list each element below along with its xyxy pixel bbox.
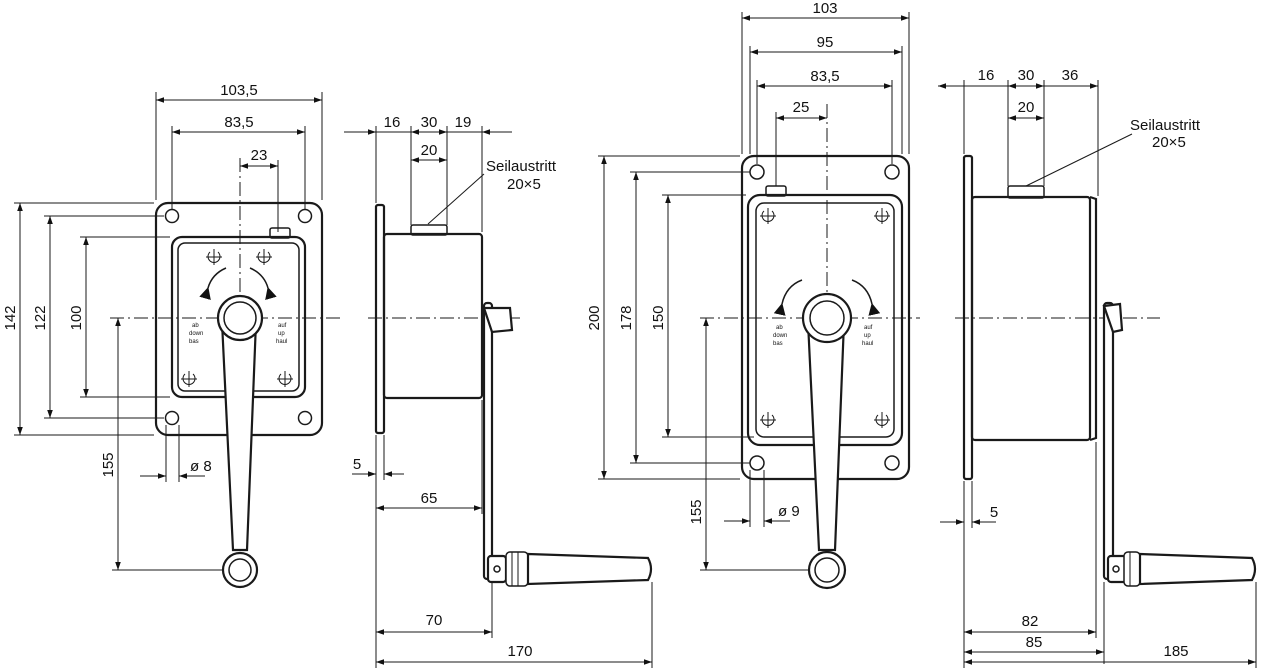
crank-handle-grip[interactable] — [526, 552, 653, 586]
large-mounting-hole — [884, 164, 900, 180]
side-mounting-plate — [374, 203, 386, 435]
callout-cable-exit: Seilaustritt — [486, 158, 557, 175]
large-mounting-hole — [749, 164, 765, 180]
dim-height-outer: 142 — [2, 305, 19, 330]
large-crank-handle-grip[interactable] — [1138, 552, 1257, 586]
dim-side-depth-a: 65 — [421, 490, 438, 507]
crank-arm[interactable] — [220, 320, 258, 552]
large-down-label-line-3: bas — [773, 341, 783, 347]
large-mounting-hole — [749, 455, 765, 471]
dim-large-height-holes: 178 — [618, 305, 635, 330]
dim-large-height-outer: 200 — [586, 305, 603, 330]
large-callout-cable-size: 20×5 — [1152, 134, 1186, 151]
dim-large-side-flange: 5 — [990, 504, 998, 521]
dim-large-height-inner: 150 — [650, 305, 667, 330]
dim-side-depth-b: 70 — [426, 612, 443, 629]
mounting-hole — [164, 208, 180, 224]
dim-height-inner: 100 — [68, 305, 85, 330]
crank-knob[interactable] — [221, 551, 259, 589]
large-winch-side-view: 16 30 36 20 Seilaustritt 20×5 5 82 85 18… — [938, 67, 1257, 668]
large-callout-cable-exit: Seilaustritt — [1130, 117, 1201, 134]
down-label-line-3: bas — [189, 339, 199, 345]
dim-large-hole-diameter: ø 9 — [778, 503, 800, 520]
large-up-label-line-2: up — [864, 333, 871, 339]
up-label-line-1: auf — [278, 323, 287, 329]
dim-crank-length: 155 — [100, 452, 117, 477]
cable-outlet — [269, 227, 291, 239]
mounting-hole — [297, 410, 313, 426]
small-winch-side-view: 16 30 19 20 Seilaustritt 20×5 5 65 70 17… — [344, 114, 653, 668]
dim-large-side-depth-a: 82 — [1022, 613, 1039, 630]
dim-hole-diameter: ø 8 — [190, 458, 212, 475]
large-down-label-line-1: ab — [776, 325, 783, 331]
dim-side-slot: 20 — [421, 142, 438, 159]
dim-side-top-a: 16 — [384, 114, 401, 131]
mounting-hole — [164, 410, 180, 426]
dim-large-side-total: 185 — [1163, 643, 1188, 660]
small-winch-front-view: ab down bas auf up haul 103,5 83,5 23 — [2, 82, 340, 589]
up-label-line-3: haul — [276, 339, 287, 345]
large-drum-body — [970, 195, 1092, 442]
dim-large-width-outer: 103 — [812, 0, 837, 17]
down-label-line-1: ab — [192, 323, 199, 329]
drum-body — [382, 232, 484, 400]
crank-arm-side[interactable] — [482, 301, 494, 581]
dim-large-width-holes: 83,5 — [810, 68, 839, 85]
mounting-hole — [297, 208, 313, 224]
large-screw-marker — [760, 208, 890, 428]
dim-width-holes: 83,5 — [224, 114, 253, 131]
large-up-label-line-3: haul — [862, 341, 873, 347]
up-label-line-2: up — [278, 331, 285, 337]
large-up-label-line-1: auf — [864, 325, 873, 331]
dim-width-offset: 23 — [251, 147, 268, 164]
dim-side-total: 170 — [507, 643, 532, 660]
large-mounting-hole — [884, 455, 900, 471]
large-winch-front-view: ab down bas auf up haul 103 95 83,5 25 — [586, 0, 920, 590]
cable-outlet-side — [410, 224, 448, 236]
down-label-line-2: down — [189, 331, 203, 337]
dim-large-width-offset: 25 — [793, 99, 810, 116]
dim-large-side-top-a: 16 — [978, 67, 995, 84]
dim-large-side-depth-b: 85 — [1026, 634, 1043, 651]
dim-large-width-mid: 95 — [817, 34, 834, 51]
large-down-label-line-2: down — [773, 333, 787, 339]
large-crank-arm[interactable] — [806, 320, 846, 552]
dim-side-top-b: 30 — [421, 114, 438, 131]
dim-large-crank-length: 155 — [688, 499, 705, 524]
dim-height-holes: 122 — [32, 305, 49, 330]
dim-large-side-slot: 20 — [1018, 99, 1035, 116]
dim-large-side-top-b: 30 — [1018, 67, 1035, 84]
dim-width-outer: 103,5 — [220, 82, 258, 99]
dim-side-flange: 5 — [353, 456, 361, 473]
dim-side-top-c: 19 — [455, 114, 472, 131]
large-crank-arm-side[interactable] — [1102, 301, 1115, 581]
dim-large-side-top-c: 36 — [1062, 67, 1079, 84]
callout-cable-size: 20×5 — [507, 176, 541, 193]
screw-marker — [181, 249, 293, 387]
